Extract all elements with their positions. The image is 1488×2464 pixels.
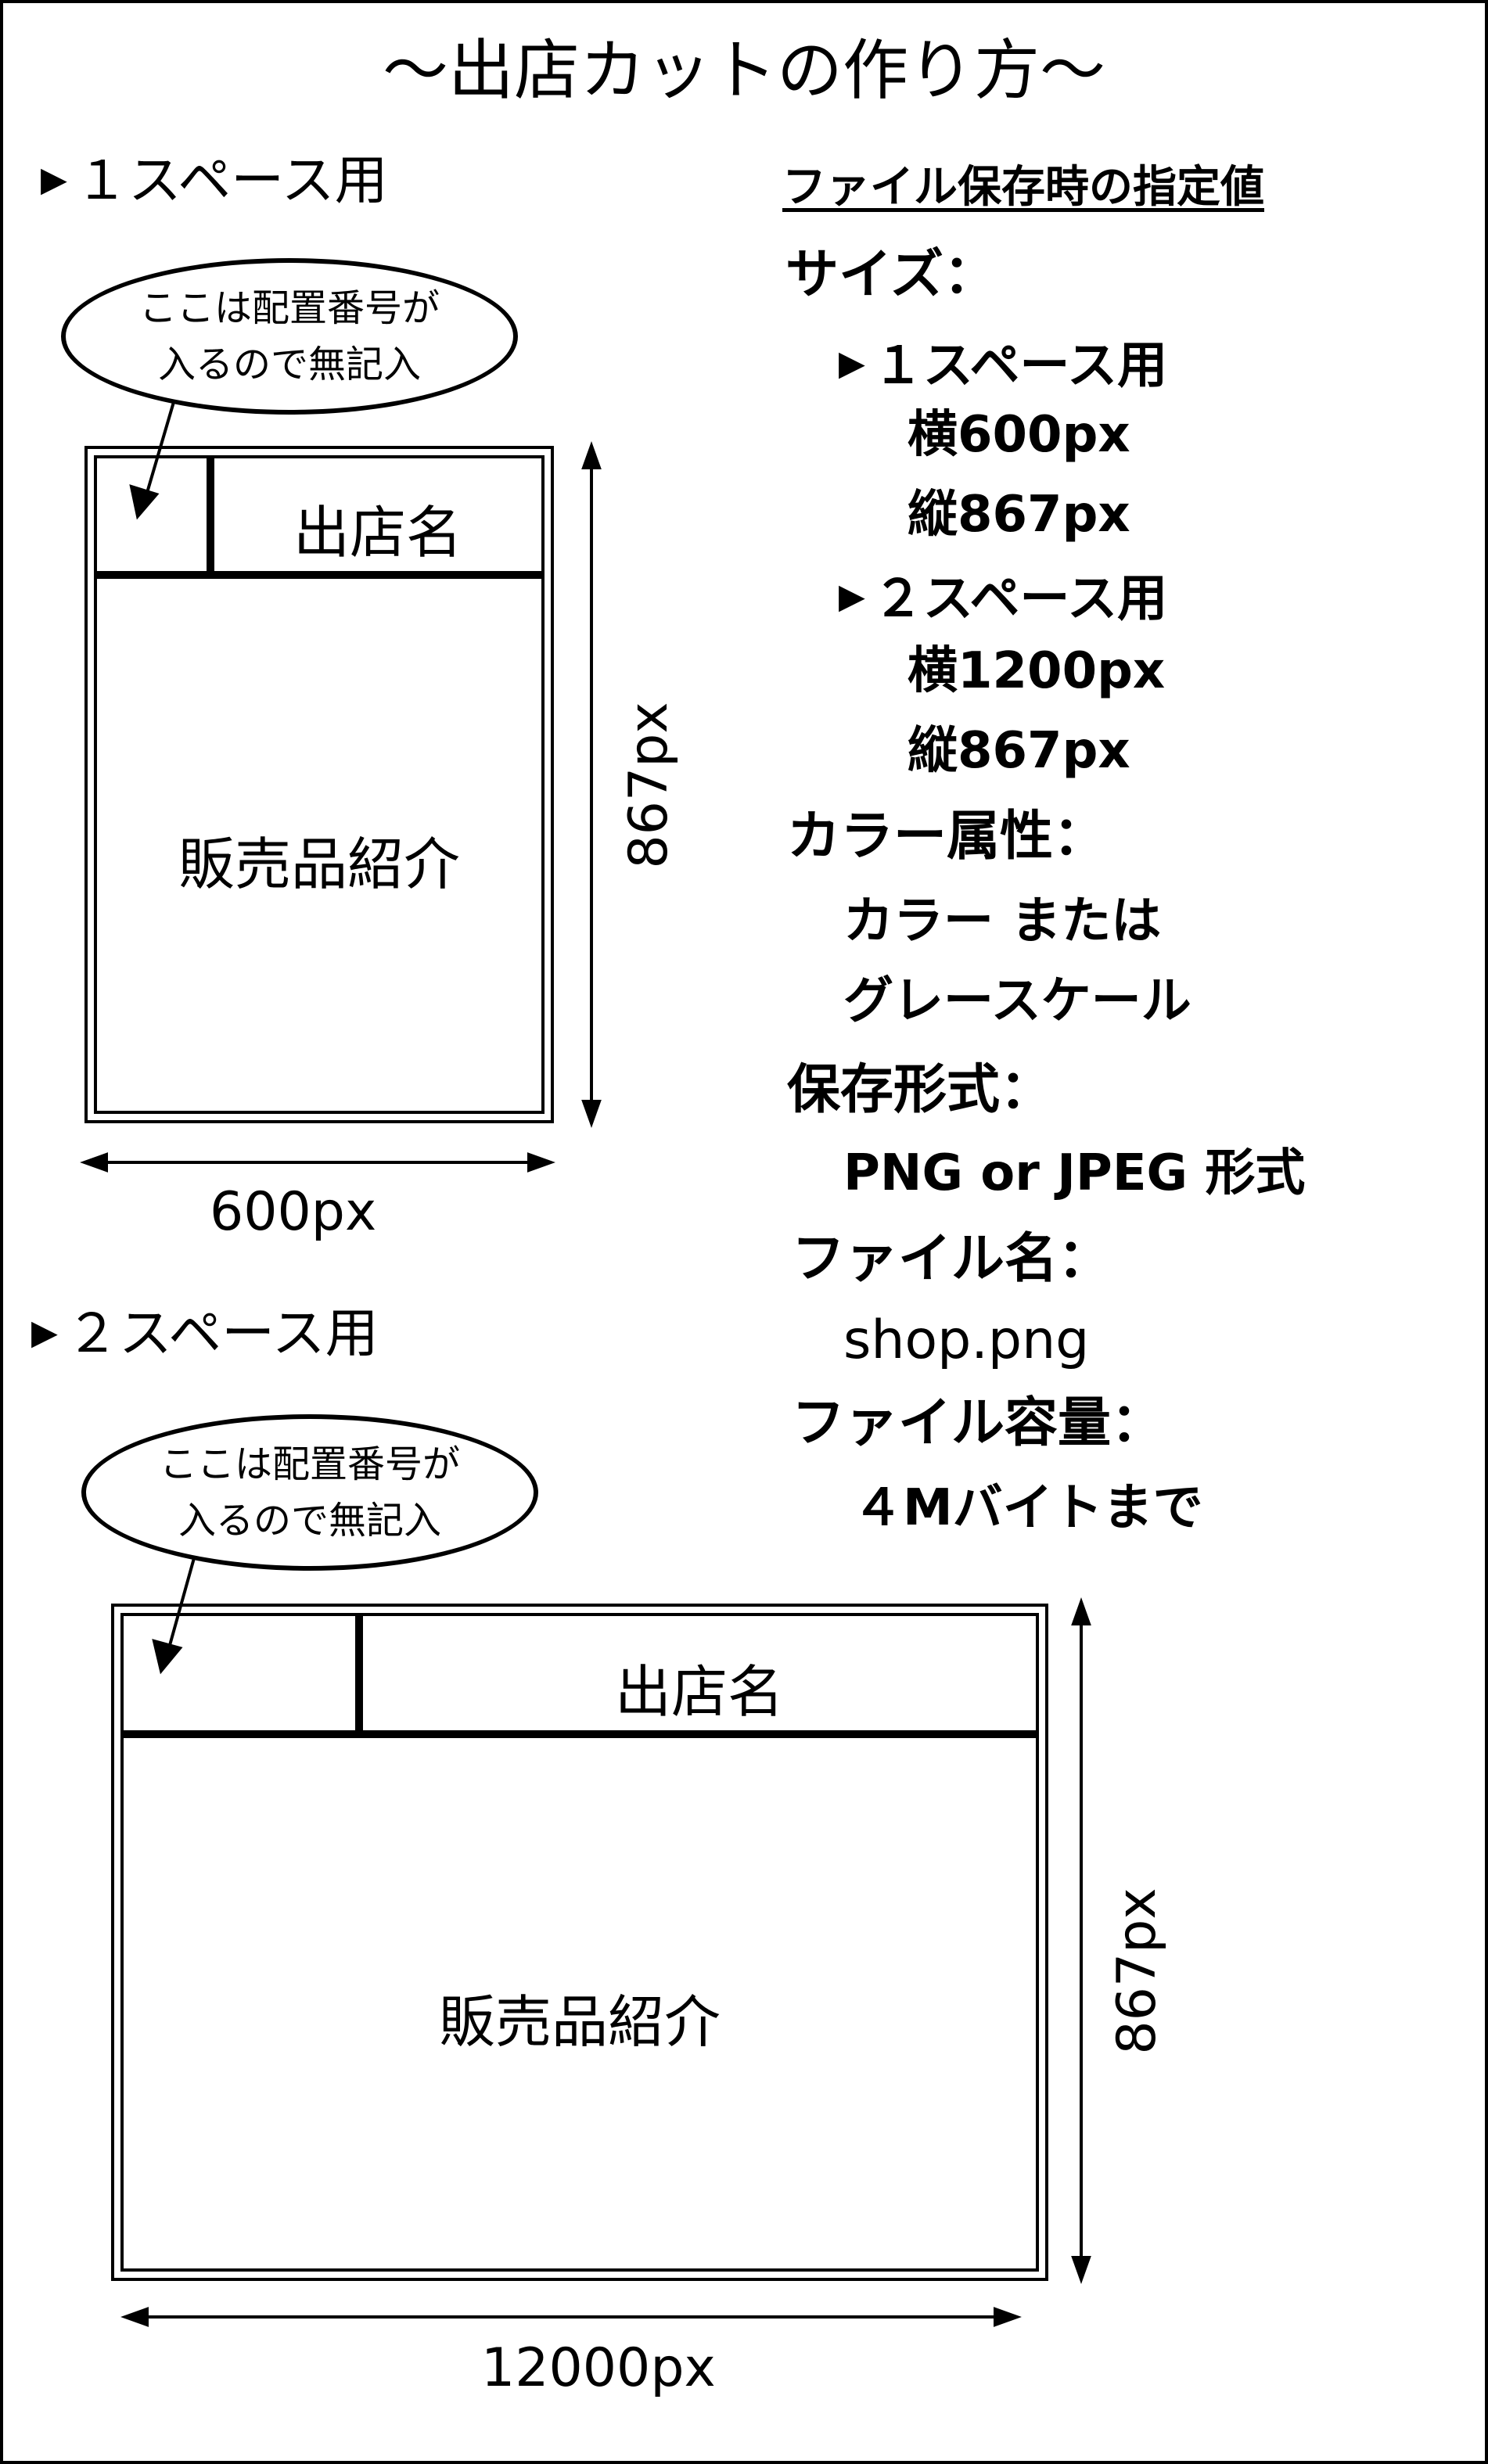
spec-filename-label: ファイル名： [792,1228,1112,1290]
width-arrow-left [80,1152,108,1173]
spec-heading: ファイル保存時の指定値 [782,162,1264,213]
spec-size-two-width: 横1200px [908,642,1166,700]
bubble-pointer-line [166,1557,196,1654]
two-space-label: ▶２スペース用 [31,1308,379,1361]
page-title: 〜出店カットの作り方〜 [382,32,1105,109]
two-space-width-label: 12000px [481,2337,716,2399]
width-arrow-right [994,2307,1022,2327]
spec-format-value: PNG or JPEG 形式 [843,1144,1306,1202]
header-divider [124,1730,1036,1738]
bubble-line-1: ここは配置番号が [138,286,440,330]
spec-size-one-height: 縦867px [908,486,1130,544]
spec-color-label: カラー属性： [787,806,1107,867]
height-arrow-top [1071,1597,1091,1625]
header-divider [97,571,541,579]
spec-size-one-width: 横600px [908,406,1130,464]
one-space-note-bubble: ここは配置番号が 入るので無記入 [61,258,518,415]
shop-name-cell: 出店名 [293,500,462,566]
bubble-pointer-arrowhead [152,1639,183,1675]
triangle-right-icon: ▶ [31,1313,58,1352]
width-arrow-left [120,2307,149,2327]
triangle-right-icon: ▶ [41,160,67,199]
height-arrow-top [581,441,602,469]
width-arrow-right [527,1152,555,1173]
spec-size-one-label-text: １スペース用 [872,337,1168,395]
product-intro-cell: 販売品紹介 [178,832,460,897]
spec-filesize-value: ４Mバイトまで [853,1479,1203,1537]
spec-size-label: サイズ： [785,244,997,306]
spec-format-label: 保存形式： [787,1059,1054,1121]
two-space-cut-frame: 出店名 販売品紹介 [111,1604,1048,2281]
one-space-label-text: １スペース用 [74,150,388,212]
spec-size-two-label: ▶２スペース用 [839,574,1167,624]
two-space-note-bubble: ここは配置番号が 入るので無記入 [81,1414,538,1571]
spec-color-value-1: カラー または [843,893,1162,950]
spec-filename-value: shop.png [843,1309,1090,1371]
number-cell-divider [355,1616,363,1733]
spec-size-one-label: ▶１スペース用 [839,341,1167,391]
one-space-width-label: 600px [210,1181,377,1243]
height-arrow-bottom [581,1100,602,1128]
one-space-cut-frame: 出店名 販売品紹介 [84,446,554,1123]
bubble-pointer-arrowhead [129,484,160,520]
triangle-right-icon: ▶ [839,576,865,616]
number-cell-divider [207,458,214,573]
spec-color-value-2: グレースケール [843,972,1191,1030]
bubble-line-2: 入るので無記入 [157,343,421,386]
product-intro-cell: 販売品紹介 [438,1989,721,2055]
spec-filesize-label: ファイル容量： [792,1392,1165,1454]
spec-size-two-label-text: ２スペース用 [872,570,1168,628]
one-space-label: ▶１スペース用 [41,155,388,208]
height-arrow-bottom [1071,2256,1091,2284]
one-space-cut-inner: 出店名 販売品紹介 [94,455,545,1114]
bubble-line-2: 入るので無記入 [178,1499,441,1543]
triangle-right-icon: ▶ [839,343,865,383]
spec-size-two-height: 縦867px [908,722,1130,780]
two-space-label-text: ２スペース用 [65,1303,379,1365]
bubble-pointer-line [143,401,175,501]
shop-name-cell: 出店名 [614,1659,784,1725]
two-space-cut-inner: 出店名 販売品紹介 [120,1613,1039,2272]
bubble-line-1: ここは配置番号が [159,1442,460,1486]
